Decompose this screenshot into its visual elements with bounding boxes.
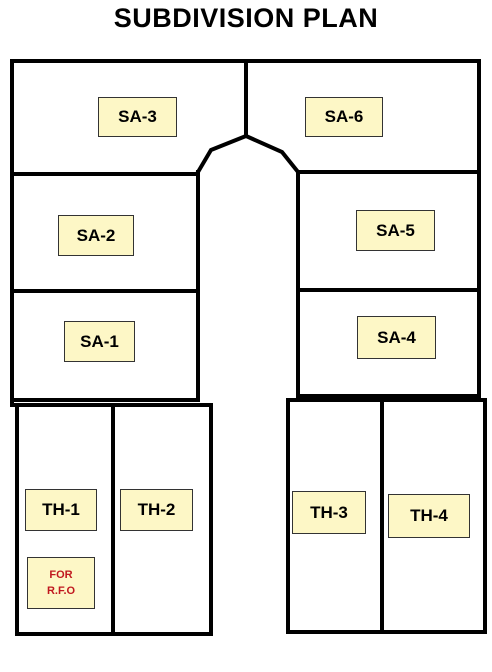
lot-label-text: SA-2 xyxy=(76,225,116,245)
lot-label-th4: TH-4 xyxy=(388,494,470,538)
lot-label-sa5: SA-5 xyxy=(356,210,435,251)
lot-label-text: SA-5 xyxy=(376,220,415,240)
plan-title: SUBDIVISION PLAN xyxy=(113,3,379,33)
lot-label-text: TH-3 xyxy=(310,502,348,522)
lot-label-th3: TH-3 xyxy=(292,491,366,534)
lot-label-text: SA-4 xyxy=(377,327,416,347)
road-top-left xyxy=(195,133,249,175)
lot-label-th2: TH-2 xyxy=(120,489,193,531)
lot-label-text: TH-2 xyxy=(137,500,176,519)
rfo-note-box: FOR R.F.O xyxy=(27,557,95,609)
rfo-note-line2: R.F.O xyxy=(46,585,76,597)
lot-label-th1: TH-1 xyxy=(25,489,97,531)
lot-label-sa1: SA-1 xyxy=(64,321,135,362)
townhouse-block-left xyxy=(10,398,213,636)
lot-label-sa4: SA-4 xyxy=(357,316,436,359)
lot-label-text: SA-6 xyxy=(324,107,364,126)
lot-label-sa3: SA-3 xyxy=(98,97,177,137)
road-top-right xyxy=(243,133,301,175)
rfo-note-line1: FOR xyxy=(49,569,73,581)
lot-label-text: TH-1 xyxy=(42,500,80,519)
lot-label-text: TH-4 xyxy=(410,506,448,525)
townhouse-block-right xyxy=(286,398,487,634)
lot-label-sa6: SA-6 xyxy=(305,97,383,137)
lot-label-text: SA-1 xyxy=(80,331,119,351)
lot-label-text: SA-3 xyxy=(118,107,157,126)
lot-label-sa2: SA-2 xyxy=(58,215,134,256)
